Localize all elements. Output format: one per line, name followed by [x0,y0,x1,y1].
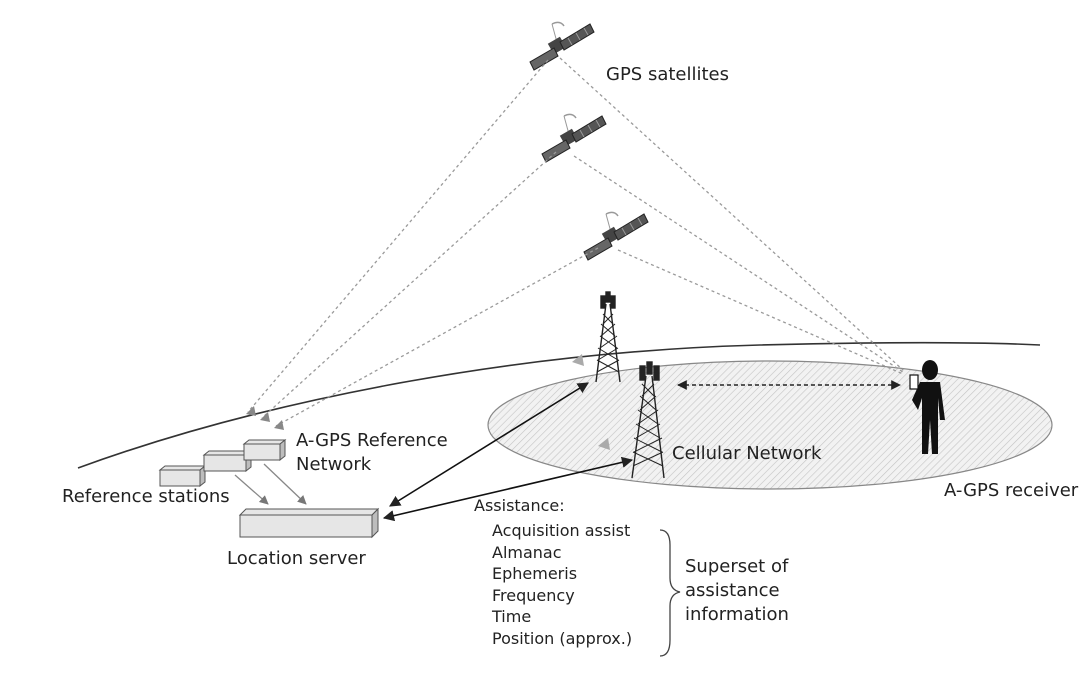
superset-line: information [685,604,789,625]
assistance-item: Acquisition assist [492,521,631,540]
satellite-1-icon [529,21,595,71]
cellular-network-label: Cellular Network [672,443,822,464]
assistance-item: Position (approx.) [492,628,633,648]
reference-network-label-line1: A-GPS Reference [296,430,448,451]
assistance-heading: Assistance: [474,496,565,515]
assistance-item: Time [492,607,532,627]
cell-tower-upper-icon [595,291,621,383]
earth-horizon [77,341,1041,469]
superset-line: assistance [685,580,780,601]
reference-stations-label: Reference stations [62,486,230,507]
satellite-signal-lines [247,57,904,427]
reference-network-label-line2: Network [296,454,372,475]
assistance-list: Acquisition assist Almanac Ephemeris Fre… [492,520,632,650]
location-server-label: Location server [227,548,366,569]
reference-station-boxes [158,438,287,488]
superset-line: Superset of [685,556,789,577]
cell-tower-lower-icon [631,361,665,479]
satellite-2-icon [541,113,607,163]
assistance-item: Frequency [492,585,575,605]
agps-receiver-person-icon [909,360,945,454]
server-lower-tower-link [382,456,634,522]
agps-receiver-label: A-GPS receiver [944,480,1079,501]
cellular-network-area [487,360,1053,490]
location-server-box [238,507,380,539]
reference-antenna-marks [246,406,284,430]
assistance-item: Almanac [492,542,562,562]
assistance-item: Ephemeris [492,564,578,584]
small-antenna-marks [572,354,610,450]
station-to-server-arrows [234,463,307,505]
satellite-3-icon [583,211,649,261]
superset-brace [659,529,681,657]
superset-label: Superset of assistance information [685,555,789,627]
gps-satellites-label: GPS satellites [606,64,730,85]
